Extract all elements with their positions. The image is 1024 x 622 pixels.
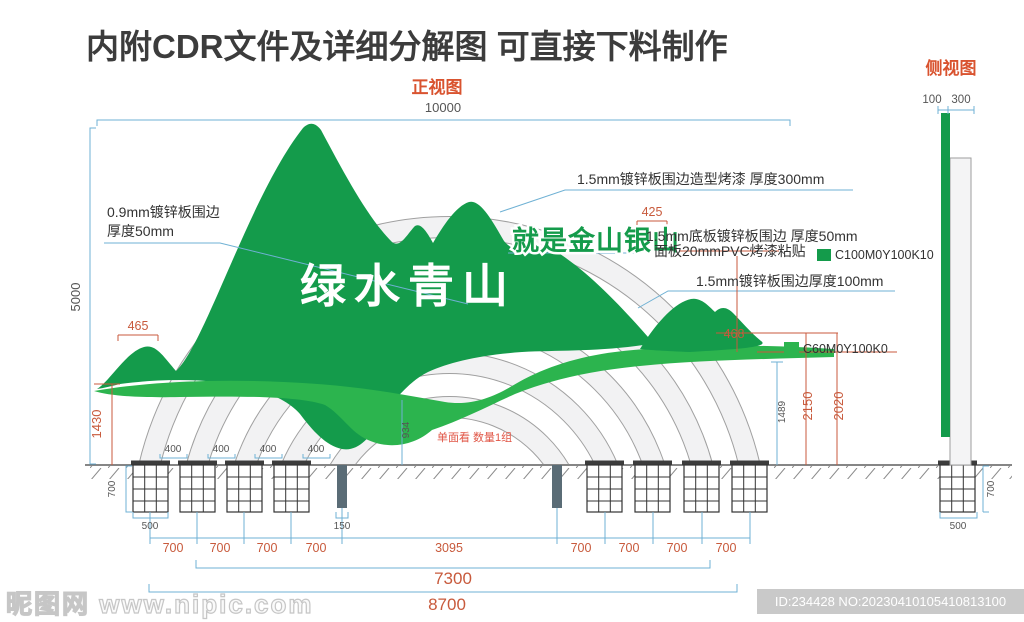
dim-465: 465 — [128, 319, 149, 333]
dim-400-4: 400 — [308, 444, 325, 455]
orange-dim-lines — [94, 220, 897, 465]
footing — [632, 459, 673, 513]
ground-hatch — [85, 466, 1012, 479]
footing-sideview — [937, 459, 978, 513]
sideview-green-bar — [941, 113, 950, 437]
dim-934: 934 — [401, 421, 412, 438]
dim-400-3: 400 — [260, 444, 277, 455]
dim-100: 100 — [922, 94, 941, 106]
legend-code-dark-green: C100M0Y100K10 — [835, 248, 934, 262]
sheet-title: 内附CDR文件及详细分解图 可直接下料制作 — [86, 28, 728, 65]
dim-150: 150 — [334, 521, 351, 532]
anchor-post — [337, 465, 347, 508]
dim-468: 468 — [724, 327, 745, 341]
ribbon-shape — [94, 345, 834, 446]
watermark: 昵图网 www.nipic.com — [5, 588, 314, 619]
dim-1430: 1430 — [89, 410, 104, 439]
legend-swatch-bright-green — [784, 342, 799, 355]
footing — [271, 459, 312, 513]
dim-500-side: 500 — [950, 521, 967, 532]
note-mid2: 面板20mmPVC烤漆粘贴 — [654, 243, 806, 259]
legend-code-bright-green: C60M0Y100K0 — [803, 342, 888, 356]
leader-top-note — [499, 189, 853, 213]
dim-500-left: 500 — [142, 521, 159, 532]
mountain-shape — [97, 123, 650, 450]
footing — [177, 459, 218, 513]
note-left-line2: 厚度50mm — [107, 223, 174, 239]
dim-chain-5: 3095 — [435, 541, 463, 555]
footing — [224, 459, 265, 513]
sideview-panel — [949, 157, 972, 466]
dim-425: 425 — [642, 205, 663, 219]
footing — [584, 459, 625, 513]
dim-400-2: 400 — [213, 444, 230, 455]
footing — [681, 459, 722, 513]
dim-2020: 2020 — [831, 392, 846, 421]
note-mid1: 1.5mm底板镀锌板围边 厚度50mm — [646, 228, 858, 244]
dim-7300: 7300 — [434, 569, 472, 588]
dim-1489: 1489 — [777, 400, 788, 423]
dim-chain-3: 700 — [257, 541, 278, 555]
note-quantity: 单面看 数量1组 — [437, 430, 512, 444]
dim-chain-8: 700 — [667, 541, 688, 555]
footing — [130, 459, 171, 513]
secondary-slogan-text: 就是金山银山 — [512, 225, 680, 256]
front-view-label: 正视图 — [412, 77, 463, 97]
dim-chain-9: 700 — [716, 541, 737, 555]
leader-left-note — [104, 242, 469, 305]
dim-8700: 8700 — [428, 595, 466, 614]
right-hill-shape — [640, 298, 763, 352]
note-left-line1: 0.9mm镀锌板围边 — [107, 204, 220, 220]
note-bottom: 1.5mm镀锌板围边厚度100mm — [696, 273, 883, 289]
dim-10000: 10000 — [425, 100, 461, 115]
dim-2150: 2150 — [800, 392, 815, 421]
blue-dim-lines — [89, 106, 989, 593]
image-id-bar: ID:234428 NO:20230410105410813100 — [757, 589, 1024, 614]
dim-5000: 5000 — [68, 283, 83, 312]
main-slogan-text: 绿水青山 — [300, 260, 516, 312]
footings — [130, 459, 978, 513]
note-top: 1.5mm镀锌板围边造型烤漆 厚度300mm — [577, 171, 824, 187]
dim-chain-7: 700 — [619, 541, 640, 555]
dim-400-1: 400 — [165, 444, 182, 455]
legend-swatch-dark-green — [817, 249, 831, 261]
anchor-post — [552, 465, 562, 508]
side-view-label: 侧视图 — [926, 58, 977, 78]
dim-300: 300 — [951, 94, 970, 106]
dim-chain-1: 700 — [163, 541, 184, 555]
dim-700-left: 700 — [107, 480, 118, 497]
footing — [729, 459, 770, 513]
dim-700-side: 700 — [986, 480, 997, 497]
dim-chain-4: 700 — [306, 541, 327, 555]
dim-chain-2: 700 — [210, 541, 231, 555]
leader-bottom-note — [637, 290, 895, 309]
dim-chain-6: 700 — [571, 541, 592, 555]
leader-lines — [104, 189, 895, 309]
